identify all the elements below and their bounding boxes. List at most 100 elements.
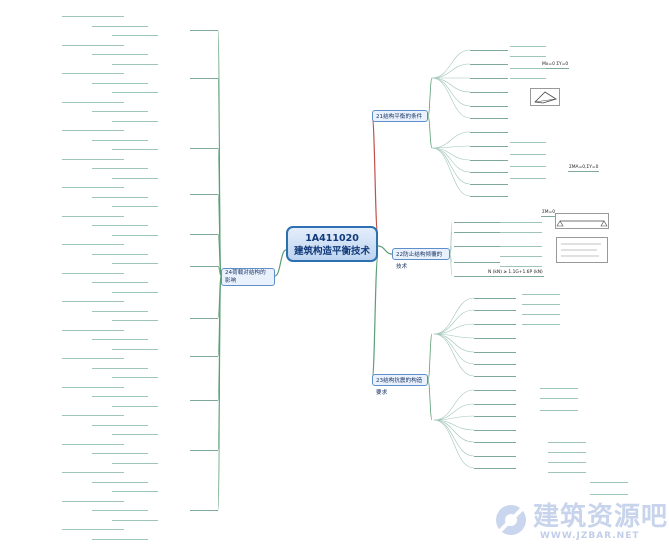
mindmap-leaf[interactable] [62, 153, 124, 160]
mindmap-leaf[interactable] [510, 160, 546, 167]
mindmap-leaf[interactable] [112, 457, 158, 464]
mindmap-leaf[interactable] [112, 371, 158, 378]
mindmap-leaf[interactable] [92, 447, 148, 454]
mindmap-leaf[interactable] [62, 124, 124, 131]
mindmap-leaf[interactable] [510, 62, 546, 69]
mindmap-leaf[interactable] [500, 260, 542, 267]
mindmap-leaf[interactable] [112, 428, 158, 435]
mindmap-leaf[interactable] [62, 210, 124, 217]
mindmap-leaf[interactable] [540, 404, 578, 411]
mindmap-leaf[interactable] [454, 240, 500, 247]
mindmap-leaf[interactable] [510, 50, 546, 57]
mindmap-leaf[interactable] [112, 58, 158, 65]
mindmap-leaf[interactable] [92, 77, 148, 84]
mindmap-leaf[interactable] [92, 162, 148, 169]
mindmap-leaf[interactable] [62, 466, 124, 473]
mindmap-leaf[interactable] [190, 504, 218, 511]
mindmap-leaf[interactable] [92, 191, 148, 198]
mindmap-leaf[interactable] [470, 100, 508, 107]
mindmap-leaf[interactable] [474, 450, 516, 457]
mindmap-leaf[interactable] [548, 456, 586, 463]
mindmap-leaf[interactable] [522, 318, 560, 325]
mindmap-leaf[interactable] [62, 238, 124, 245]
mindmap-leaf[interactable] [62, 409, 124, 416]
mindmap-leaf[interactable] [62, 39, 124, 46]
mindmap-leaf[interactable] [92, 390, 148, 397]
mindmap-leaf[interactable] [62, 495, 124, 502]
mindmap-leaf[interactable] [474, 292, 516, 299]
mindmap-leaf[interactable] [510, 136, 546, 143]
mindmap-leaf[interactable] [92, 333, 148, 340]
mindmap-leaf[interactable] [454, 226, 500, 233]
mindmap-leaf[interactable] [500, 250, 542, 257]
mindmap-leaf[interactable] [454, 216, 500, 223]
mindmap-leaf[interactable] [190, 24, 218, 31]
mindmap-leaf[interactable] [474, 398, 516, 405]
mindmap-leaf[interactable] [62, 10, 124, 17]
mindmap-leaf[interactable] [112, 200, 158, 207]
mindmap-leaf[interactable] [470, 154, 508, 161]
mindmap-leaf[interactable] [62, 523, 124, 530]
mindmap-leaf[interactable] [112, 29, 158, 36]
mindmap-leaf[interactable] [470, 112, 508, 119]
mindmap-leaf[interactable] [62, 96, 124, 103]
mindmap-leaf[interactable] [92, 476, 148, 483]
mindmap-leaf[interactable] [500, 240, 542, 247]
branch-23[interactable]: 23结构抗震的构造要求 [372, 374, 428, 396]
mindmap-leaf[interactable] [474, 318, 516, 325]
branch-24[interactable]: 24荷载对结构的影响 [221, 268, 275, 286]
mindmap-leaf[interactable] [470, 140, 508, 147]
mindmap-leaf[interactable] [190, 350, 218, 357]
mindmap-leaf[interactable] [112, 172, 158, 179]
mindmap-leaf[interactable] [92, 362, 148, 369]
mindmap-leaf[interactable] [62, 267, 124, 274]
mindmap-leaf[interactable] [474, 436, 516, 443]
mindmap-leaf[interactable] [190, 142, 218, 149]
mindmap-leaf[interactable] [540, 392, 578, 399]
mindmap-leaf[interactable] [470, 178, 508, 185]
mindmap-leaf[interactable] [470, 58, 508, 65]
mindmap-leaf[interactable] [112, 286, 158, 293]
mindmap-leaf[interactable] [62, 324, 124, 331]
mindmap-leaf[interactable] [470, 190, 508, 197]
mindmap-leaf[interactable] [548, 466, 586, 473]
mindmap-leaf[interactable] [92, 134, 148, 141]
mindmap-leaf[interactable] [470, 44, 508, 51]
mindmap-leaf[interactable] [190, 444, 218, 451]
mindmap-leaf[interactable] [474, 370, 516, 377]
mindmap-leaf[interactable] [62, 381, 124, 388]
mindmap-leaf[interactable] [474, 346, 516, 353]
mindmap-leaf[interactable] [112, 115, 158, 122]
mindmap-leaf[interactable] [522, 308, 560, 315]
mindmap-leaf[interactable] [500, 216, 542, 223]
mindmap-leaf[interactable] [454, 270, 500, 277]
mindmap-leaf[interactable] [500, 226, 542, 233]
mindmap-leaf[interactable] [474, 304, 516, 311]
mindmap-leaf[interactable] [190, 312, 218, 319]
mindmap-leaf[interactable] [474, 384, 516, 391]
mindmap-leaf[interactable] [540, 382, 578, 389]
mindmap-leaf[interactable] [590, 476, 628, 483]
mindmap-leaf[interactable] [590, 488, 628, 495]
mindmap-leaf[interactable] [190, 72, 218, 79]
mindmap-leaf[interactable] [510, 72, 546, 79]
mindmap-leaf[interactable] [92, 305, 148, 312]
central-topic[interactable]: 1A411020 建筑构造平衡技术 [286, 226, 378, 262]
mindmap-leaf[interactable] [92, 419, 148, 426]
mindmap-leaf[interactable] [190, 260, 218, 267]
mindmap-leaf[interactable] [112, 86, 158, 93]
mindmap-leaf[interactable] [112, 314, 158, 321]
mindmap-leaf[interactable] [112, 257, 158, 264]
branch-22[interactable]: 22防止结构倾覆的技术 [392, 248, 450, 270]
mindmap-leaf[interactable] [548, 436, 586, 443]
mindmap-leaf[interactable] [62, 295, 124, 302]
mindmap-leaf[interactable] [62, 181, 124, 188]
mindmap-leaf[interactable] [474, 332, 516, 339]
mindmap-leaf[interactable] [112, 143, 158, 150]
mindmap-leaf[interactable] [62, 67, 124, 74]
mindmap-leaf[interactable] [92, 504, 148, 511]
mindmap-leaf[interactable] [474, 424, 516, 431]
mindmap-leaf[interactable] [92, 105, 148, 112]
mindmap-leaf[interactable] [92, 248, 148, 255]
mindmap-leaf[interactable] [470, 126, 508, 133]
